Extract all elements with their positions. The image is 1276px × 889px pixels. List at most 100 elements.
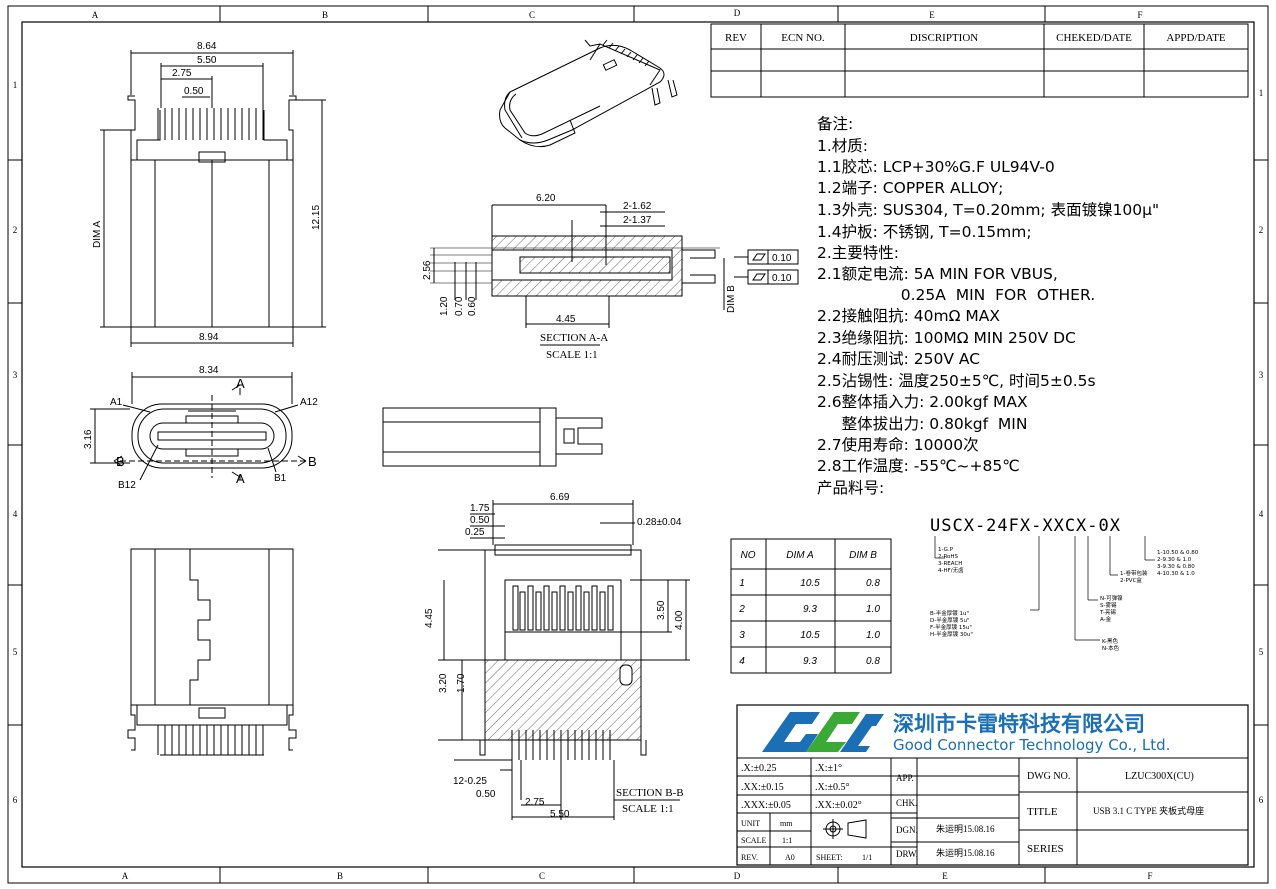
section-aa-scale: SCALE 1:1 [546,349,598,361]
chk-label: CHK. [896,798,917,808]
dim-1-70: 1.70 [456,673,467,693]
note-line: 2.2接触阻抗: 40mΩ MAX [817,307,1000,325]
opt-pack: A-金 [1100,615,1112,623]
dim-table-cell: 0.8 [866,656,880,667]
dim-table-header: DIM B [849,550,877,561]
projection-symbol-icon [823,819,867,839]
opt-dim: 2-9.30 & 1.0 [1157,557,1192,563]
opt-pcb: 1-卷带包装 [1120,569,1148,577]
dim-table-cell: 10.5 [800,630,820,641]
front-view [100,50,326,347]
title-block [736,704,1249,866]
col-label-top: A [92,10,99,20]
flatness-value-2: 0.10 [772,273,792,284]
row-label-right: 2 [1259,225,1264,235]
unit-label: UNIT [741,819,760,828]
sheet-label: SHEET: [816,853,843,862]
dim-0-60: 0.60 [467,296,478,316]
company-name-cn: 深圳市卡雷特科技有限公司 [893,712,1145,736]
rev-value: A0 [785,853,795,862]
dim-table-cell: 10.5 [800,578,820,589]
section-aa-dims: 6.20 2-1.62 2-1.37 2.56 1.20 0.70 0.60 4… [422,193,792,325]
dim-0-70: 0.70 [454,296,465,316]
notes-block: 备注: 1.材质: 1.1胶芯: LCP+30%G.F UL94V-0 1.2端… [817,115,1159,497]
section-mark-a-bottom: A [236,471,245,486]
col-label-top: C [529,10,535,20]
col-label-bottom: C [539,871,545,881]
tol-ang-xxx: .XX:±0.02° [815,800,862,811]
part-number: USCX-24FX-XXCX-0X [930,516,1121,536]
dim-table-cell: 1.0 [866,604,880,615]
tol-ang-x: .X:±1° [815,763,842,774]
unit-value: mm [780,819,793,828]
dim-4-00: 4.00 [674,610,685,630]
opt-gold: H-半金厚镀 30u" [930,630,973,638]
dwg-no-label: DWG NO. [1027,771,1070,782]
dim-8-34: 8.34 [199,365,219,376]
mating-face-view [90,372,307,481]
bottom-pins [157,725,264,755]
note-line: 1.4护板: 不锈钢, T=0.15mm; [817,223,1032,241]
dim-table-cell: 0.8 [866,578,880,589]
company-logo [762,712,884,752]
dim-0-28: 0.28±0.04 [637,517,682,528]
drw-label: DRW. [896,849,918,859]
mating-face-dims: 8.34 3.16 A1 A12 B12 B1 A A B B [83,365,318,491]
note-line: 1.3外壳: SUS304, T=0.20mm; 表面镀镍100μ" [817,201,1159,219]
tol-xx: .XX:±0.15 [741,782,784,793]
opt-pack: T-亮锡 [1099,608,1116,616]
company-name-en: Good Connector Technology Co., Ltd. [893,736,1170,754]
opt-color: N-本色 [1102,644,1120,652]
opt-gold: D-半金厚镀 5u" [930,616,969,624]
tol-xxx: .XXX:±0.05 [741,800,791,811]
section-bb-dims: 6.69 1.75 0.50 0.25 0.28±0.04 4.45 3.50 … [424,492,685,820]
note-line: 2.3绝缘阻抗: 100MΩ MIN 250V DC [817,329,1076,347]
dim-0-50-c: 0.50 [476,789,496,800]
row-label-left: 6 [13,795,18,805]
dim-5-50-b: 5.50 [550,809,570,820]
iso-view [499,39,678,148]
part-number-code: USCX-24FX-XXCX-0X 1-G.P 2-RoHS 3-REACH 4… [930,516,1199,652]
col-label-top: E [929,10,935,20]
dim-table-cell: 4 [739,656,745,667]
dim-1-20: 1.20 [439,296,450,316]
note-line: 产品料号: [817,479,884,497]
title-label: TITLE [1027,806,1058,818]
row-label-right: 4 [1259,509,1264,519]
dim-table-cell: 9.3 [803,656,817,667]
section-bb-title: SECTION B-B SCALE 1:1 [616,787,684,815]
sheet-value: 1/1 [862,853,872,862]
note-line: 2.主要特性: [817,244,899,262]
side-view [382,407,603,467]
row-label-left: 2 [13,225,18,235]
description-header: DISCRIPTION [910,32,979,44]
title-block-text: .X:±0.25 .X:±1° .XX:±0.15 .X:±0.5° .XXX:… [741,763,1204,862]
dim-8-64: 8.64 [197,41,217,52]
note-line: 2.4耐压测试: 250V AC [817,350,980,368]
note-line: 2.5沾锡性: 温度250±5℃, 时间5±0.5s [817,372,1096,390]
pin-b12-label: B12 [118,480,136,491]
dgn-label: DGN. [896,825,918,835]
note-line: 2.7使用寿命: 10000次 [817,436,979,454]
rev-header: REV [725,32,747,44]
note-line: 2.8工作温度: -55℃~+85℃ [817,457,1020,475]
tol-x: .X:±0.25 [741,763,777,774]
section-bb-pins [512,585,614,631]
dim-table-cell: 1.0 [866,630,880,641]
opt-dim: 1-10.50 & 0.80 [1157,550,1199,556]
opt-pack: S-雾锡 [1100,601,1117,609]
dim-12-0-25: 12-0.25 [453,776,487,787]
dim-2-1-37: 2-1.37 [623,215,652,226]
flatness-value-1: 0.10 [772,253,792,264]
designer-value: 朱运明15.08.16 [936,823,995,834]
tol-ang-xx: .X:±0.5° [815,782,850,793]
opt-color: K-黑色 [1102,637,1119,645]
app-label: APP. [896,773,914,783]
dim-table-cell: 9.3 [803,604,817,615]
col-label-bottom: B [337,871,343,881]
dim-table: NO DIM A DIM B 1 10.5 0.8 2 9.3 1.0 3 10… [730,538,892,674]
pin-a12-label: A12 [300,397,318,408]
dim-b-label: DIM B [726,285,737,313]
dim-2-75: 2.75 [172,68,192,79]
section-aa-title: SECTION A-A SCALE 1:1 [540,332,608,361]
